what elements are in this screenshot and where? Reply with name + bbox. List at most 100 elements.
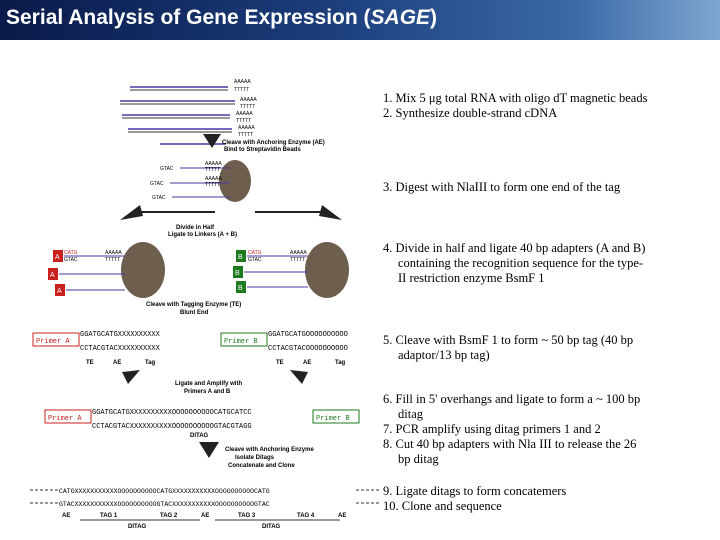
tag-a-group: Primer A GGATGCATGXXXXXXXXXX CCTACGTACXX… [32,331,161,366]
polyt-label: TTTTT [234,87,249,93]
divide-label: Divide in Half [176,225,215,231]
magnetic-bead [121,242,165,298]
tag-b-bottom-seq: CCTACGTACOOOOOOOOOO [268,345,348,353]
step-8-line-1: 8. Cut 40 bp adapters with Nla III to re… [383,437,637,451]
gtac-label: GTAC [248,257,262,263]
title-bar: Serial Analysis of Gene Expression (SAGE… [0,0,720,40]
step-1-2-text: 1. Mix 5 μg total RNA with oligo dT magn… [383,91,647,121]
step-3-text: 3. Digest with NlaIII to form one end of… [383,180,620,195]
polya-label: AAAAA [205,176,222,182]
tag-a-bottom-seq: CCTACGTACXXXXXXXXXX [80,345,161,353]
polyt-label: TTTTT [290,257,305,263]
ae-marker: AE [338,513,346,519]
primers-ab-label: Primers A and B [184,389,231,395]
blunt-end-label: Blunt End [180,310,209,316]
linker-b-label: B [238,254,243,261]
ditag-label: DITAG [190,433,209,439]
step-3: 3. Digest with NlaIII to form one end of… [383,180,621,194]
step-4-line-2: containing the recognition sequence for … [398,256,644,270]
step-5-text: 5. Cleave with BsmF 1 to form ~ 50 bp ta… [383,333,633,363]
gtac-label: GTAC [64,257,78,263]
split-right-arrow-icon [319,205,342,220]
magnetic-bead [219,160,251,202]
te-cleave-label: Cleave with Tagging Enzyme (TE) [146,302,241,308]
polya-label: AAAAA [234,79,251,85]
tag-1-label: TAG 1 [100,513,118,519]
te-marker: TE [86,360,94,366]
ditag-top-seq: GGATGCATGXXXXXXXXXXOOOOOOOOOOCATGCATCC [92,409,252,417]
primer-b-label: Primer B [224,338,258,346]
polyt-label: TTTTT [238,132,253,138]
page-title: Serial Analysis of Gene Expression (SAGE… [6,6,438,29]
polya-label: AAAAA [290,250,307,256]
ae-marker: AE [62,513,70,519]
gtac-label: GTAC [150,181,164,187]
cleave-ae-label: Cleave with Anchoring Enzyme (AE) [222,140,325,146]
linker-b-label: B [238,285,243,292]
tag-b-top-seq: GGATGCATGOOOOOOOOOO [268,331,348,339]
step-4-line-3: II restriction enzyme BsmF 1 [398,271,545,285]
step-9-10-text: 9. Ligate ditags to form concatemers 10.… [383,484,566,514]
magnetic-bead [305,242,349,298]
primer-a-label: Primer A [48,415,82,423]
linker-a-label: A [50,272,55,279]
ditag-label: DITAG [128,524,147,530]
primer-b-box [312,409,360,424]
primer-a-box [44,409,92,424]
tag-4-label: TAG 4 [297,513,315,519]
gtac-label: GTAC [152,195,166,201]
concatemer-bottom-seq: GTACXXXXXXXXXXXOOOOOOOOOOGTACXXXXXXXXXXX… [59,501,270,508]
ligate-amplify-label: Ligate and Amplify with [175,381,242,387]
step-6-line-2: ditag [398,407,423,421]
step-7: 7. PCR amplify using ditag primers 1 and… [383,422,601,436]
concatenate-label: Concatenate and Clone [228,463,295,469]
tag-marker: Tag [145,360,156,366]
cleave-ae-label-2: Cleave with Anchoring Enzyme [225,447,314,453]
polyt-label: TTTTT [105,257,120,263]
linker-b-group: B B B CATG GTAC AAAAA TTTTT [233,242,349,298]
step-5-line-2: adaptor/13 bp tag) [398,348,490,362]
ae-marker: AE [113,360,121,366]
ligate-linkers-label: Ligate to Linkers (A + B) [168,232,237,238]
tag-2-label: TAG 2 [160,513,178,519]
primer-a-box [32,332,80,347]
ae-marker: AE [201,513,209,519]
ditag-bottom-seq: CCTACGTACXXXXXXXXXXOOOOOOOOOOGTACGTAGG [92,423,252,431]
step-2: 2. Synthesize double-strand cDNA [383,106,558,120]
step-9: 9. Ligate ditags to form concatemers [383,484,567,498]
concatemer-group: CATGXXXXXXXXXXXOOOOOOOOOOCATGXXXXXXXXXXX… [30,488,380,530]
down-arrow-icon [199,442,219,458]
catg-label: CATG [248,250,262,256]
gtac-label: GTAC [160,166,174,172]
tag-b-group: Primer B GGATGCATGOOOOOOOOOO CCTACGTACOO… [220,331,348,366]
split-left-arrow-icon [120,205,143,220]
catg-label: CATG [64,250,78,256]
polyt-label: TTTTT [236,118,251,124]
polya-label: AAAAA [236,111,253,117]
tag-3-label: TAG 3 [238,513,256,519]
polyt-label: TTTTT [205,182,220,188]
primer-b-label: Primer B [316,415,350,423]
linker-a-label: A [57,288,62,295]
step-4-line-1: 4. Divide in half and ligate 40 bp adapt… [383,241,646,255]
step-6-8-text: 6. Fill in 5' overhangs and ligate to fo… [383,392,640,467]
step-4-text: 4. Divide in half and ligate 40 bp adapt… [383,241,645,286]
bind-beads-label: Bind to Streptavidin Beads [224,147,301,153]
polya-label: AAAAA [205,161,222,167]
polya-label: AAAAA [238,125,255,131]
ditag-group: Primer A GGATGCATGXXXXXXXXXXOOOOOOOOOOCA… [44,409,360,439]
primer-a-label: Primer A [36,338,70,346]
concatemer-top-seq: CATGXXXXXXXXXXXOOOOOOOOOOCATGXXXXXXXXXXX… [59,488,270,495]
te-marker: TE [276,360,284,366]
step-6-line-1: 6. Fill in 5' overhangs and ligate to fo… [383,392,641,406]
ditag-label: DITAG [262,524,281,530]
ae-marker: AE [303,360,311,366]
converge-left-arrow-icon [122,370,140,384]
linker-b-label: B [235,270,240,277]
isolate-ditags-label: Isolate Ditags [235,455,275,461]
polya-label: AAAAA [240,97,257,103]
linker-a-group: A A A CATG GTAC AAAAA TTTTT [48,242,165,298]
tag-marker: Tag [335,360,346,366]
bead-strands: GTAC GTAC GTAC AAAAA TTTTT AAAAA TTTTT [150,161,230,201]
